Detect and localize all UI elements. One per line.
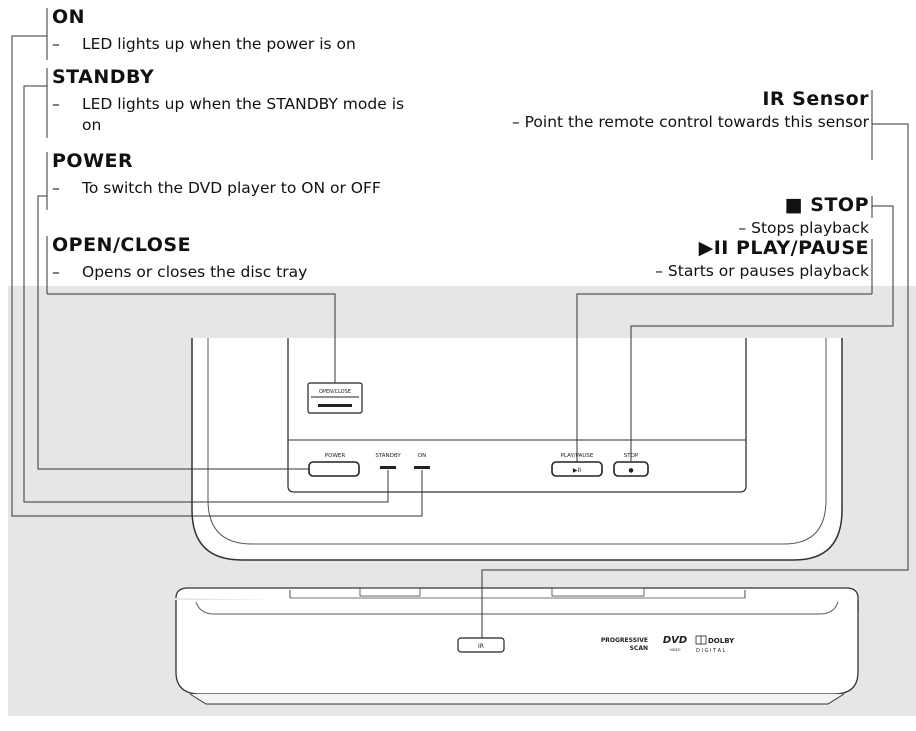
open-close-panel-label: OPEN/CLOSE	[319, 389, 351, 395]
stop-icon: ●	[628, 467, 633, 474]
leader-lines	[11, 35, 909, 638]
on-panel-label: ON	[418, 453, 426, 459]
callout-ir-sensor-title: IR Sensor	[762, 88, 869, 110]
callout-stop-desc: – Stops playback	[738, 219, 869, 237]
callout-play-pause: ▶II PLAY/PAUSE – Starts or pauses playba…	[499, 237, 869, 282]
callout-ir-sensor: IR Sensor – Point the remote control tow…	[499, 88, 869, 133]
callout-standby-desc: –LED lights up when the STANDBY mode is …	[52, 95, 405, 134]
on-led	[414, 466, 430, 469]
power-button-drawing	[308, 461, 360, 477]
callout-power: POWER –To switch the DVD player to ON or…	[52, 150, 422, 199]
callout-power-title: POWER	[52, 150, 134, 172]
callout-open-close-desc: –Opens or closes the disc tray	[52, 263, 308, 281]
dvd-logo-sub: VIDEO	[669, 648, 680, 652]
callout-standby: STANDBY –LED lights up when the STANDBY …	[52, 66, 422, 136]
leader-on	[11, 35, 423, 517]
standby-panel-label: STANDBY	[375, 453, 401, 459]
front-panel-closeup	[191, 338, 843, 561]
play-pause-icon: ▶II	[573, 467, 581, 474]
callout-on-desc: –LED lights up when the power is on	[52, 35, 356, 53]
leader-ir-sensor	[481, 123, 909, 638]
callout-play-pause-title: ▶II PLAY/PAUSE	[698, 237, 869, 259]
callout-ir-sensor-desc: – Point the remote control towards this …	[511, 113, 869, 131]
standby-led	[380, 466, 396, 469]
leader-power	[37, 195, 309, 470]
leader-stop	[630, 205, 894, 462]
dolby-logo: DOLBY	[708, 637, 735, 645]
leader-play-pause	[576, 293, 872, 462]
callout-open-close-title: OPEN/CLOSE	[52, 234, 192, 256]
callout-stop-title: ■ STOP	[784, 194, 869, 216]
power-panel-label: POWER	[325, 453, 346, 459]
ir-panel-label: IR	[478, 643, 484, 650]
progressive-scan-line1: PROGRESSIVE	[601, 637, 648, 644]
progressive-scan-line2: SCAN	[630, 645, 648, 652]
open-close-button-drawing: OPEN/CLOSE	[307, 382, 363, 414]
callout-standby-title: STANDBY	[52, 66, 155, 88]
dvd-logo: DVD	[663, 635, 687, 646]
dolby-digital-logo: D I G I T A L	[696, 648, 726, 654]
leader-open-close	[47, 293, 336, 383]
logos: PROGRESSIVE SCAN DVD VIDEO DOLBY D I G I…	[601, 635, 735, 654]
callout-play-pause-desc: – Starts or pauses playback	[655, 262, 869, 280]
callout-open-close: OPEN/CLOSE –Opens or closes the disc tra…	[52, 234, 422, 283]
callout-on: ON –LED lights up when the power is on	[52, 6, 422, 55]
ir-sensor-window	[457, 637, 505, 653]
callout-on-title: ON	[52, 6, 86, 28]
dvd-player-body	[175, 587, 859, 705]
leader-standby	[23, 85, 389, 503]
callout-power-desc: –To switch the DVD player to ON or OFF	[52, 179, 381, 197]
callout-stop: ■ STOP – Stops playback	[499, 194, 869, 239]
